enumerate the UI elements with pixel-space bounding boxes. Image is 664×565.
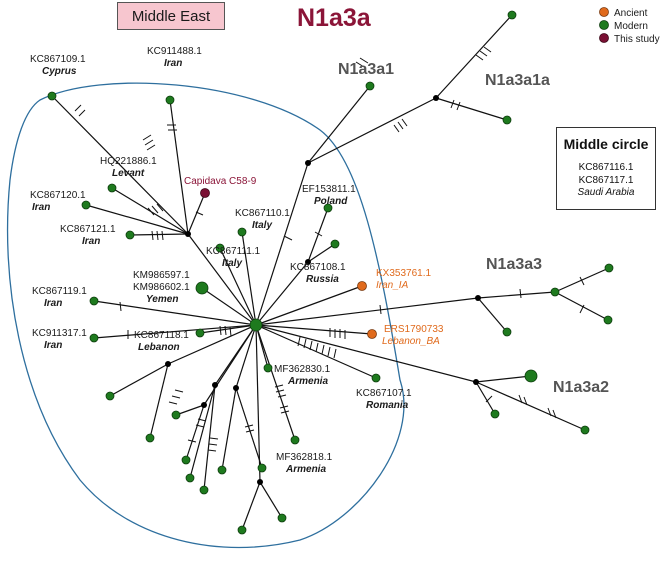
middle-circle-box: Middle circle KC867116.1 KC867117.1 Saud…: [556, 127, 656, 210]
sample-place: Lebanon_BA: [382, 336, 440, 347]
haplotype-nodes: [47, 10, 614, 535]
middle-circle-id-1: KC867116.1: [578, 162, 634, 173]
sample-id: KC867111.1: [206, 246, 261, 257]
subclade-label-3: N1a3a3: [486, 256, 542, 273]
sample-place: Iran: [44, 298, 62, 309]
sample-place: Italy: [222, 258, 242, 269]
median-vectors: [165, 95, 558, 485]
mutation-ticks: [74, 46, 585, 452]
sample-place: Armenia: [285, 464, 326, 475]
subclade-label-1: N1a3a1: [338, 61, 394, 78]
sample-place: Romania: [366, 400, 409, 411]
sample-place: Lebanon: [138, 342, 180, 353]
legend-thisstudy-marker: [599, 33, 609, 43]
sample-id: MF362818.1: [276, 452, 333, 463]
sample-id: MF362830.1: [274, 364, 331, 375]
subclade-label-4: N1a3a2: [553, 379, 609, 396]
legend-ancient-marker: [599, 7, 609, 17]
sample-place: Iran_IA: [376, 280, 409, 291]
sample-id: KC911488.1: [147, 46, 202, 57]
sample-id: KC867121.1: [60, 224, 116, 235]
sample-place: Russia: [306, 274, 339, 285]
middle-circle-region: Saudi Arabia: [577, 187, 635, 198]
sample-id: KC867119.1: [32, 286, 87, 297]
sample-place: Cyprus: [42, 66, 77, 77]
sample-labels: KC867109.1 Cyprus KC911488.1 Iran HQ2218…: [30, 46, 444, 475]
sample-place: Iran: [32, 202, 50, 213]
legend: Ancient Modern This study: [599, 7, 660, 45]
sample-place: Iran: [82, 236, 100, 247]
region-box: Middle East: [117, 2, 225, 30]
sample-id: KM986602.1: [133, 282, 190, 293]
sample-id: KC911317.1: [32, 328, 87, 339]
sample-id: KM986597.1: [133, 270, 190, 281]
sample-place: Levant: [112, 168, 145, 179]
figure-title: N1a3a: [297, 4, 372, 32]
sample-id: KC867118.1: [134, 330, 189, 341]
sample-id: Capidava C58-9: [184, 176, 257, 187]
middle-circle-id-2: KC867117.1: [578, 175, 634, 186]
middle-east-boundary: [6, 82, 405, 549]
legend-thisstudy-label: This study: [614, 34, 660, 45]
sample-id: KX353761.1: [376, 268, 431, 279]
sample-id: ERS1790733: [384, 324, 444, 335]
middle-circle-title: Middle circle: [563, 136, 649, 152]
sample-id: KC867108.1: [290, 262, 346, 273]
sample-place: Armenia: [287, 376, 328, 387]
legend-modern-marker: [599, 20, 609, 30]
sample-place: Iran: [44, 340, 62, 351]
sample-id: KC867120.1: [30, 190, 86, 201]
subclade-label-2: N1a3a1a: [485, 72, 550, 89]
sample-id: EF153811.1: [302, 184, 356, 195]
legend-modern-label: Modern: [614, 21, 648, 32]
sample-id: KC867110.1: [235, 208, 290, 219]
sample-place: Italy: [252, 220, 272, 231]
legend-ancient-label: Ancient: [614, 8, 648, 19]
sample-id: KC867109.1: [30, 54, 86, 65]
sample-place: Iran: [164, 58, 182, 69]
sample-place: Poland: [314, 196, 348, 207]
sample-id: KC867107.1: [356, 388, 412, 399]
sample-id: HQ221886.1: [100, 156, 157, 167]
sample-place: Yemen: [146, 294, 178, 305]
